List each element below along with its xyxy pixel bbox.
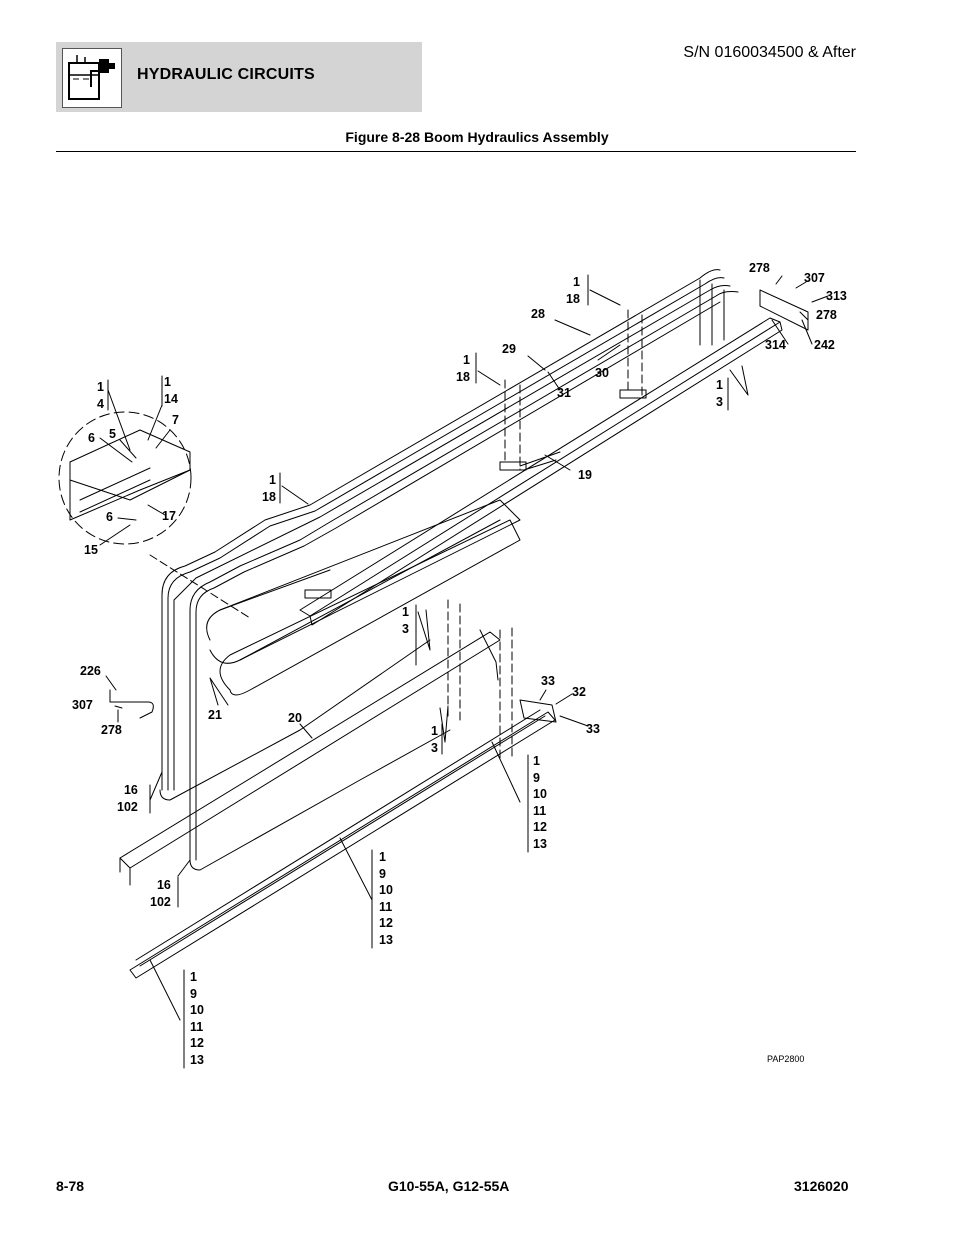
callout-313: 313 bbox=[826, 289, 847, 303]
section-title: HYDRAULIC CIRCUITS bbox=[137, 66, 315, 83]
callout-33-a: 33 bbox=[541, 674, 555, 688]
model-numbers: G10-55A, G12-55A bbox=[388, 1178, 510, 1194]
callout-21: 21 bbox=[208, 708, 222, 722]
callout-28: 28 bbox=[531, 307, 545, 321]
callout-19: 19 bbox=[578, 468, 592, 482]
callout-29: 29 bbox=[502, 342, 516, 356]
callout-278-c: 278 bbox=[101, 723, 122, 737]
header-divider bbox=[56, 151, 856, 152]
callout-center-stack: 1 9 10 11 12 13 bbox=[379, 850, 393, 947]
callout-30: 30 bbox=[595, 366, 609, 380]
callout-7: 7 bbox=[172, 413, 179, 427]
figure-title: Figure 8-28 Boom Hydraulics Assembly bbox=[345, 129, 609, 145]
callout-307-a: 307 bbox=[804, 271, 825, 285]
callout-right-stack: 1 9 10 11 12 13 bbox=[533, 754, 547, 851]
callout-32: 32 bbox=[572, 685, 586, 699]
callout-5: 5 bbox=[109, 427, 116, 441]
callout-bottom-stack: 1 9 10 11 12 13 bbox=[190, 970, 204, 1067]
callout-242: 242 bbox=[814, 338, 835, 352]
callout-33-b: 33 bbox=[586, 722, 600, 736]
callout-31: 31 bbox=[557, 386, 571, 400]
hydraulic-reservoir-icon bbox=[62, 48, 122, 108]
callout-6-b: 6 bbox=[106, 510, 113, 524]
callout-226: 226 bbox=[80, 664, 101, 678]
document-number: 3126020 bbox=[794, 1178, 849, 1194]
serial-number-range: S/N 0160034500 & After bbox=[683, 44, 856, 61]
callout-15: 15 bbox=[84, 543, 98, 557]
callout-6-a: 6 bbox=[88, 431, 95, 445]
callout-20: 20 bbox=[288, 711, 302, 725]
drawing-id: PAP2800 bbox=[767, 1054, 805, 1064]
callout-17: 17 bbox=[162, 509, 176, 523]
callout-314: 314 bbox=[765, 338, 786, 352]
callout-278-a: 278 bbox=[749, 261, 770, 275]
callout-307-b: 307 bbox=[72, 698, 93, 712]
page-number: 8-78 bbox=[56, 1178, 85, 1194]
callout-278-b: 278 bbox=[816, 308, 837, 322]
